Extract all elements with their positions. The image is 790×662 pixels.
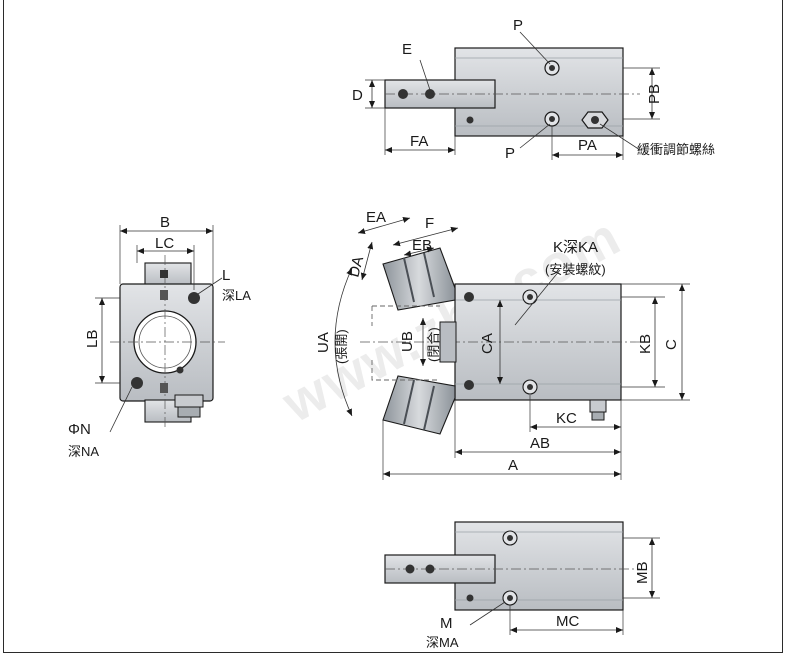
label-P-top: P bbox=[513, 17, 523, 34]
dim-MB: MB bbox=[634, 562, 651, 585]
dim-DA: DA bbox=[345, 255, 367, 280]
note-UA: (張開) bbox=[334, 329, 349, 364]
finger-bottom bbox=[382, 375, 456, 435]
label-L: L bbox=[222, 267, 230, 284]
label-P-bottom: P bbox=[505, 145, 515, 162]
dim-LB: LB bbox=[84, 330, 101, 348]
label-K: K深KA bbox=[553, 239, 598, 256]
dim-LC: LC bbox=[155, 235, 174, 252]
dim-CA: CA bbox=[479, 333, 496, 354]
drawing-frame bbox=[3, 0, 783, 653]
top-view: D PB FA PA E P P 緩衝調節螺絲 bbox=[352, 17, 715, 162]
jaw-hole-2 bbox=[425, 89, 435, 99]
dim-EA: EA bbox=[366, 209, 386, 226]
dim-UB: UB bbox=[399, 331, 416, 352]
dim-UA: UA bbox=[315, 332, 332, 353]
dim-KB: KB bbox=[637, 334, 654, 354]
label-N: ΦN bbox=[68, 421, 91, 438]
label-adjust-screw: 緩衝調節螺絲 bbox=[637, 142, 715, 157]
side-view: B LC LB L 深LA ΦN 深NA bbox=[68, 214, 251, 459]
dim-A: A bbox=[508, 457, 518, 474]
dim-FA: FA bbox=[410, 133, 428, 150]
label-MA: 深MA bbox=[426, 635, 459, 650]
dim-EB: EB bbox=[412, 237, 432, 254]
dim-B: B bbox=[160, 214, 170, 231]
jaw-hole-1 bbox=[398, 89, 408, 99]
label-NA: 深NA bbox=[68, 444, 99, 459]
note-K: (安裝螺紋) bbox=[545, 262, 606, 277]
dim-MC: MC bbox=[556, 613, 579, 630]
dim-PA: PA bbox=[578, 137, 597, 154]
dim-C: C bbox=[663, 339, 680, 350]
hole-L bbox=[188, 292, 200, 304]
label-LA: 深LA bbox=[222, 288, 251, 303]
label-M: M bbox=[440, 615, 453, 632]
dim-AB: AB bbox=[530, 435, 550, 452]
note-UB: (閉合) bbox=[426, 327, 441, 362]
dim-PB: PB bbox=[646, 84, 663, 104]
label-E: E bbox=[402, 41, 412, 58]
bottom-view: MB MC M 深MA bbox=[384, 521, 660, 650]
hole-N bbox=[131, 377, 143, 389]
dim-F: F bbox=[425, 215, 434, 232]
dim-D: D bbox=[352, 87, 363, 104]
main-view: UA (張開) UB (閉合) CA EA F EB DA K深KA (安裝螺紋… bbox=[315, 209, 690, 480]
dim-KC: KC bbox=[556, 410, 577, 427]
